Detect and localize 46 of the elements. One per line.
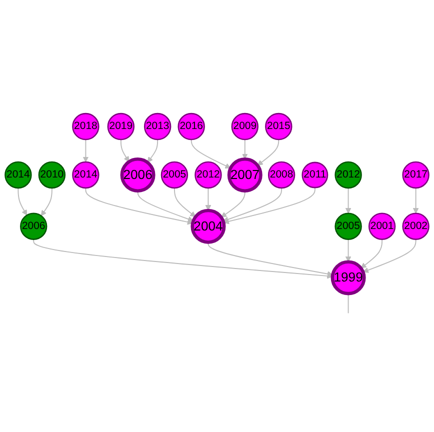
node-circle: 2019 <box>107 112 135 140</box>
node-circle: 2015 <box>265 112 292 140</box>
node-circle: 2005 <box>160 161 188 189</box>
arrow <box>220 190 246 218</box>
arrow <box>40 187 52 216</box>
node-circle: 2007 <box>227 157 262 192</box>
node-circle: 2012 <box>334 161 362 189</box>
node-circle: 2014 <box>4 161 32 189</box>
node-circle: 2017 <box>402 161 430 189</box>
node-circle: 2004 <box>190 208 226 244</box>
arrow <box>362 238 416 273</box>
node-circle: 2002 <box>402 212 430 240</box>
node-circle: 2009 <box>231 112 258 140</box>
node-circle: 2010 <box>38 161 66 189</box>
node-circle: 2005 <box>334 212 362 240</box>
arrow <box>345 238 352 262</box>
node-circle: 2016 <box>178 112 205 140</box>
node-circle: 2008 <box>268 161 296 189</box>
node-circle: 2006 <box>120 157 156 192</box>
arrow <box>147 138 158 163</box>
arrow <box>360 238 383 268</box>
arrow <box>257 138 280 166</box>
node-circle: 2013 <box>144 112 172 140</box>
arrow <box>85 187 193 225</box>
arrow <box>222 187 282 222</box>
arrow <box>412 187 419 214</box>
node-circle: 2006 <box>20 212 48 240</box>
arrow <box>223 187 316 224</box>
connector <box>348 293 349 314</box>
node-circle: 2018 <box>72 112 100 140</box>
arrow <box>345 187 352 214</box>
arrow <box>120 138 130 162</box>
arrow <box>137 190 194 222</box>
node-circle: 2014 <box>72 161 100 189</box>
node-circle: 2012 <box>194 161 222 189</box>
arrow <box>174 187 196 217</box>
arrow <box>242 138 248 160</box>
arrow <box>82 138 89 162</box>
arrow <box>190 138 231 168</box>
node-circle: 2001 <box>368 212 396 240</box>
arrow <box>33 238 333 279</box>
node-circle: 1999 <box>330 260 366 296</box>
arrow <box>208 242 333 277</box>
arrow <box>205 187 212 211</box>
arrow <box>18 187 28 216</box>
node-circle: 2011 <box>302 162 328 188</box>
